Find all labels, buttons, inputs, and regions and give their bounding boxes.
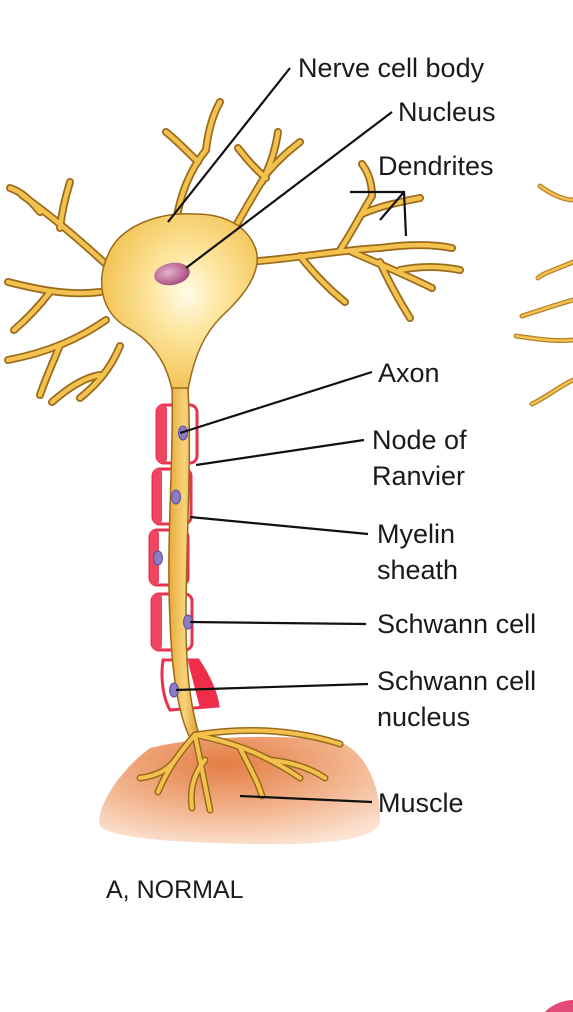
axon-terminals <box>136 727 344 814</box>
label-schwann-cell: Schwann cell <box>377 609 537 639</box>
figure-caption: A, NORMAL <box>106 876 244 904</box>
leader-muscle <box>239 794 373 804</box>
leader-nucleus <box>185 111 393 269</box>
dendrites <box>4 98 464 406</box>
label-myelin-sheath: Myelin sheath <box>377 519 459 585</box>
leader-axon <box>179 370 373 435</box>
nucleus <box>154 262 190 286</box>
leader-node-of-ranvier <box>195 438 365 467</box>
leader-myelin-sheath <box>189 515 369 536</box>
leader-lines <box>167 67 408 804</box>
label-node-of-ranvier: Node of Ranvier <box>372 425 467 491</box>
label-nucleus: Nucleus <box>398 97 496 127</box>
leader-schwann-cell <box>189 620 367 626</box>
leader-nerve-cell-body <box>167 67 291 223</box>
label-muscle: Muscle <box>378 788 464 818</box>
label-nerve-cell-body: Nerve cell body <box>298 53 485 83</box>
neighbour-neuron-partial <box>513 183 573 407</box>
leader-schwann-cell-nucleus <box>175 682 369 692</box>
leader-dendrites <box>350 190 408 237</box>
cell-body <box>100 213 258 391</box>
corner-fragment <box>545 1000 573 1012</box>
neighbour-neuron-partial-fill <box>514 184 573 406</box>
label-schwann-cell-nucleus: Schwann cell nucleus <box>377 666 537 732</box>
label-dendrites: Dendrites <box>378 151 494 181</box>
schwann-cell-nuclei <box>153 425 193 698</box>
label-axon: Axon <box>378 358 440 388</box>
